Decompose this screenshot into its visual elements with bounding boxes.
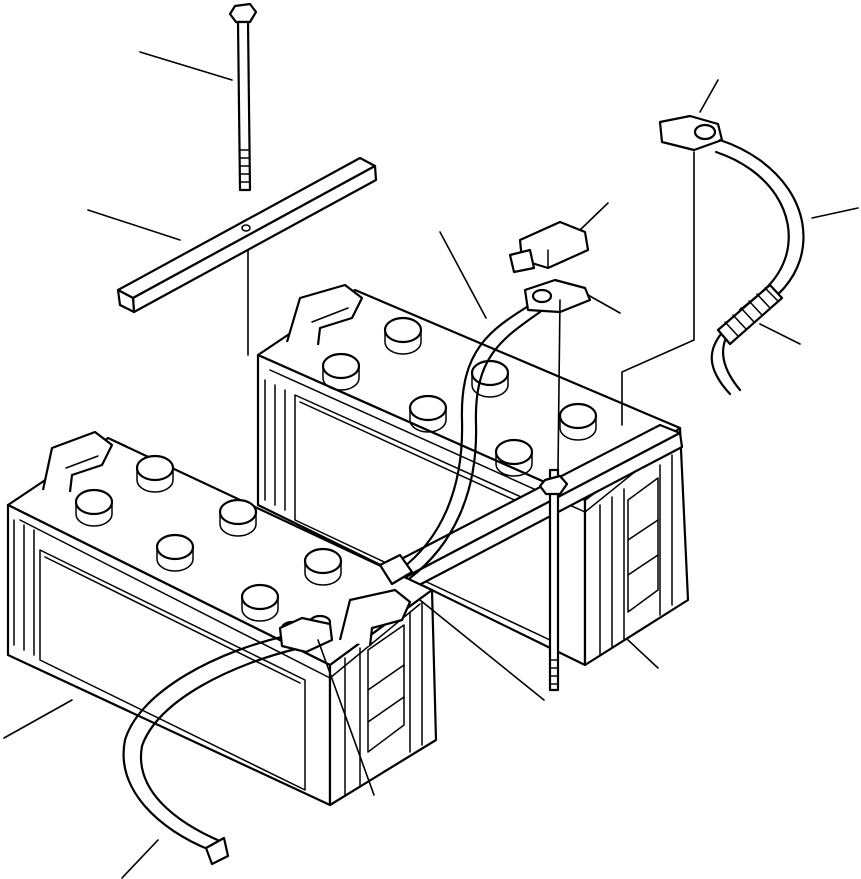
leader-battery-rear <box>627 639 659 669</box>
leader-connector-end <box>419 599 545 701</box>
leader-negative-cable <box>811 207 859 219</box>
leader-terminal-cover <box>579 202 609 231</box>
leader-connector-terminal <box>587 294 621 314</box>
positive-cable <box>122 616 334 866</box>
leader-battery-front <box>3 699 73 739</box>
leader-hold-down-bar <box>87 209 181 241</box>
leader-terminal-nut <box>557 299 561 471</box>
leader-positive-cable <box>121 839 159 879</box>
leader-cable-sleeve <box>759 323 801 345</box>
leader-lines <box>3 51 859 879</box>
leader-negative-terminal <box>699 79 719 113</box>
battery-front <box>6 430 438 807</box>
leader-rod-position <box>621 151 695 426</box>
connector-cable <box>378 278 592 586</box>
terminal-nut <box>538 474 569 496</box>
leader-connector-cable <box>439 231 487 319</box>
leader-bolt <box>139 51 233 81</box>
leader-front-terminal <box>317 639 375 796</box>
negative-cable <box>658 114 805 396</box>
hold-down-bar <box>116 156 378 314</box>
battery-rear <box>256 283 690 667</box>
bolt <box>228 2 258 192</box>
terminal-cover <box>508 220 590 274</box>
cable-sleeve <box>716 283 784 346</box>
